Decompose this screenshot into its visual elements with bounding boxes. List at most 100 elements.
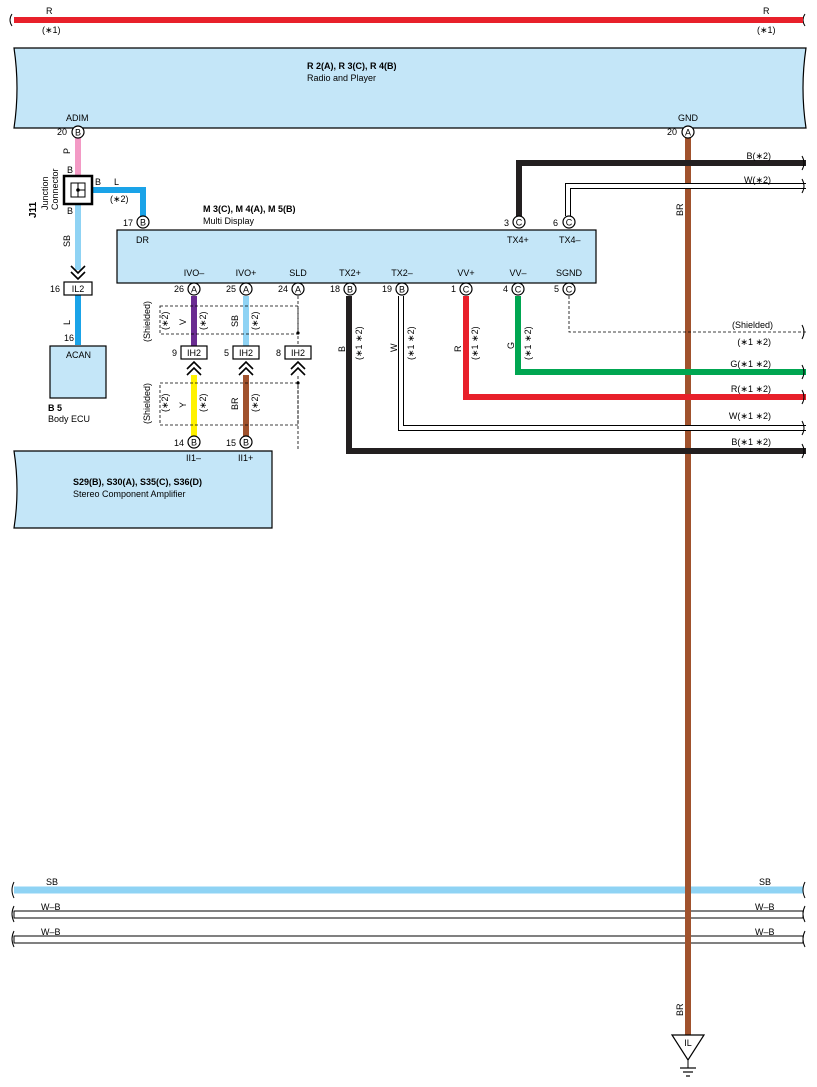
tx4p-pin-number: 3	[504, 218, 509, 228]
tx4p-conn-letter: C	[516, 218, 523, 228]
top-bus-label-right: R	[763, 6, 770, 16]
l-wire-label: L	[62, 320, 72, 325]
right-label-3: (∗1 ∗2)	[737, 337, 771, 347]
junction-note: (∗2)	[110, 194, 129, 204]
amp-pin-15: 15 B	[226, 435, 253, 449]
lower-wire-y: Y	[178, 402, 188, 408]
upper-wire-sb: SB	[230, 315, 240, 327]
vvm-green-wire	[515, 296, 806, 375]
junction-name-2: Connector	[50, 168, 60, 210]
amp-pin-number-2: 15	[226, 438, 236, 448]
top-bus: R R (∗1) (∗1)	[9, 6, 806, 35]
multi-display: M 3(C), M 4(A), M 5(B) Multi Display DR …	[116, 204, 597, 284]
md-pin-circle-2	[239, 282, 253, 296]
vertical-wire-labels: B (∗1 ∗2) W (∗1 ∗2) R (∗1 ∗2) G (∗1 ∗2) …	[337, 203, 685, 1016]
radio-subtitle: Radio and Player	[307, 73, 376, 83]
md-pin-circle-8	[562, 282, 576, 296]
body-ecu-pin: 16	[64, 333, 74, 343]
acan-label: ACAN	[66, 350, 91, 360]
md-conn-letter-3: A	[295, 285, 301, 295]
md-pin-number-7: 4	[503, 284, 508, 294]
ih2-note-upper-3: (∗2)	[250, 311, 260, 330]
amp-title: S29(B), S30(A), S35(C), S36(D)	[73, 477, 202, 487]
tx4p-label: TX4+	[507, 235, 529, 245]
ih2-chevrons	[186, 360, 306, 376]
upper-wire-v: V	[178, 319, 188, 325]
body-ecu-name: Body ECU	[48, 414, 90, 424]
bus-wb-2	[13, 935, 804, 944]
amp-conn-letter-2: B	[243, 438, 249, 448]
md-pin-label-7: VV–	[509, 268, 526, 278]
md-conn-letter-6: C	[463, 285, 470, 295]
bus-wb-1	[13, 910, 804, 919]
bottom-buses: SB SB W–B W–B W–B W–B	[11, 877, 806, 948]
il2-name: IL2	[72, 284, 85, 294]
md-bottom-pin-1: 26 A	[174, 282, 201, 296]
md-pin-label-3: SLD	[289, 268, 307, 278]
bus-sb-label-right: SB	[759, 877, 771, 887]
md-pin-number-4: 18	[330, 284, 340, 294]
md-pin-circle-3	[291, 282, 305, 296]
junction-connector: J11 Junction Connector P B B B L (∗2)	[28, 148, 129, 218]
bus-wb2-label-left: W–B	[41, 927, 61, 937]
right-label-2: (Shielded)	[732, 320, 773, 330]
junction-wire-b-top: B	[67, 165, 73, 175]
gnd-br-top: BR	[675, 203, 685, 216]
md-pin-circle-6	[459, 282, 473, 296]
ih2-note-lower-2: (∗2)	[198, 393, 208, 412]
md-pin-label-2: IVO+	[236, 268, 257, 278]
vvp-red-wire	[463, 296, 806, 400]
md-conn-letter-1: A	[191, 285, 197, 295]
md-conn-letter-8: C	[566, 285, 573, 295]
md-pin-circle-5	[395, 282, 409, 296]
vvm-color: G	[506, 342, 516, 349]
body-ecu-id: B 5	[48, 403, 62, 413]
dr-pin-number: 17	[123, 218, 133, 228]
gnd-pin: 20 A	[667, 125, 695, 139]
right-label-1: W(∗2)	[744, 175, 771, 185]
sb-wire-label: SB	[62, 235, 72, 247]
stereo-amplifier: S29(B), S30(A), S35(C), S36(D) Stereo Co…	[13, 450, 273, 529]
md-pin-number-3: 24	[278, 284, 288, 294]
right-label-0: B(∗2)	[746, 151, 771, 161]
md-pin-label-1: IVO–	[184, 268, 205, 278]
dr-blue-wire	[92, 187, 146, 216]
ih2-connector-2: 5 IH2	[224, 345, 260, 360]
tx4p-pin: 3 C	[504, 215, 526, 229]
gnd-label: GND	[678, 113, 699, 123]
tx4m-pin-number: 6	[553, 218, 558, 228]
ih2-name-2: IH2	[239, 348, 253, 358]
adim-label: ADIM	[66, 113, 89, 123]
sgnd-shield-wire	[568, 296, 806, 333]
ih2-name-3: IH2	[291, 348, 305, 358]
radio-title: R 2(A), R 3(C), R 4(B)	[307, 61, 397, 71]
md-pin-number-5: 19	[382, 284, 392, 294]
md-conn-letter-2: A	[243, 285, 249, 295]
sld-splice-lower	[296, 381, 300, 385]
md-pin-number-1: 26	[174, 284, 184, 294]
il2-pin-top: 16	[50, 284, 60, 294]
md-pin-label-8: SGND	[556, 268, 583, 278]
vvm-note: (∗1 ∗2)	[523, 326, 533, 360]
adim-pin: 20 B	[57, 125, 85, 139]
right-break-marks	[801, 155, 805, 459]
gnd-pin-number: 20	[667, 127, 677, 137]
shield-label-upper: (Shielded)	[142, 301, 152, 342]
md-conn-letter-4: B	[347, 285, 353, 295]
bus-wb1-label-right: W–B	[755, 902, 775, 912]
ih2-pin-2: 5	[224, 348, 229, 358]
tx2p-color: B	[337, 346, 347, 352]
amp-pin-14: 14 B	[174, 435, 201, 449]
bus-wb1-label-left: W–B	[41, 902, 61, 912]
dr-label: DR	[136, 235, 149, 245]
junction-wire-p: P	[62, 148, 72, 154]
right-label-4: G(∗1 ∗2)	[730, 359, 771, 369]
ih2-section: (Shielded) (∗2) V (∗2) SB (∗2) (Shielded…	[142, 301, 312, 424]
junction-name-1: Junction	[40, 176, 50, 210]
gnd-br-bottom: BR	[675, 1003, 685, 1016]
amp-subtitle: Stereo Component Amplifier	[73, 489, 186, 499]
right-wire-labels: B(∗2) W(∗2) (Shielded) (∗1 ∗2) G(∗1 ∗2) …	[729, 151, 805, 459]
md-pin-circle-7	[511, 282, 525, 296]
